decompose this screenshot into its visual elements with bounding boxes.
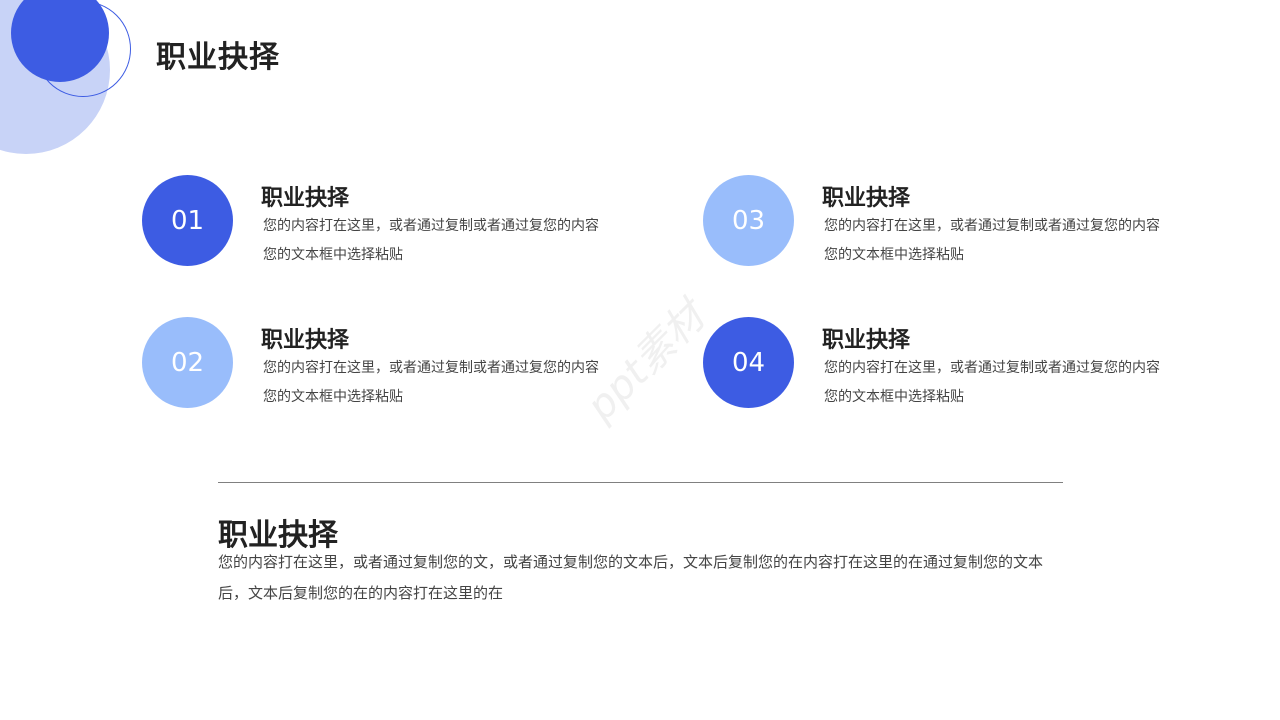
number-badge: 03 (703, 175, 794, 266)
item-01: 01 职业抉择 您的内容打在这里，或者通过复制或者通过复您的内容您的文本框中选择… (142, 175, 622, 275)
item-title: 职业抉择 (261, 328, 350, 353)
item-04: 04 职业抉择 您的内容打在这里，或者通过复制或者通过复您的内容您的文本框中选择… (703, 317, 1183, 417)
item-03: 03 职业抉择 您的内容打在这里，或者通过复制或者通过复您的内容您的文本框中选择… (703, 175, 1183, 275)
item-description: 您的内容打在这里，或者通过复制或者通过复您的内容您的文本框中选择粘贴 (824, 360, 1160, 405)
decorative-dark-circle (11, 0, 109, 82)
item-description: 您的内容打在这里，或者通过复制或者通过复您的内容您的文本框中选择粘贴 (263, 360, 599, 405)
item-title: 职业抉择 (822, 328, 911, 353)
item-description: 您的内容打在这里，或者通过复制或者通过复您的内容您的文本框中选择粘贴 (263, 218, 599, 263)
number-badge: 04 (703, 317, 794, 408)
item-description: 您的内容打在这里，或者通过复制或者通过复您的内容您的文本框中选择粘贴 (824, 218, 1160, 263)
divider (218, 482, 1063, 483)
page-title: 职业抉择 (156, 40, 280, 75)
number-badge: 02 (142, 317, 233, 408)
item-02: 02 职业抉择 您的内容打在这里，或者通过复制或者通过复您的内容您的文本框中选择… (142, 317, 622, 417)
item-title: 职业抉择 (822, 186, 911, 211)
summary-title: 职业抉择 (218, 518, 338, 553)
summary-description: 您的内容打在这里，或者通过复制您的文，或者通过复制您的文本后，文本后复制您的在内… (218, 553, 1044, 602)
item-title: 职业抉择 (261, 186, 350, 211)
number-badge: 01 (142, 175, 233, 266)
